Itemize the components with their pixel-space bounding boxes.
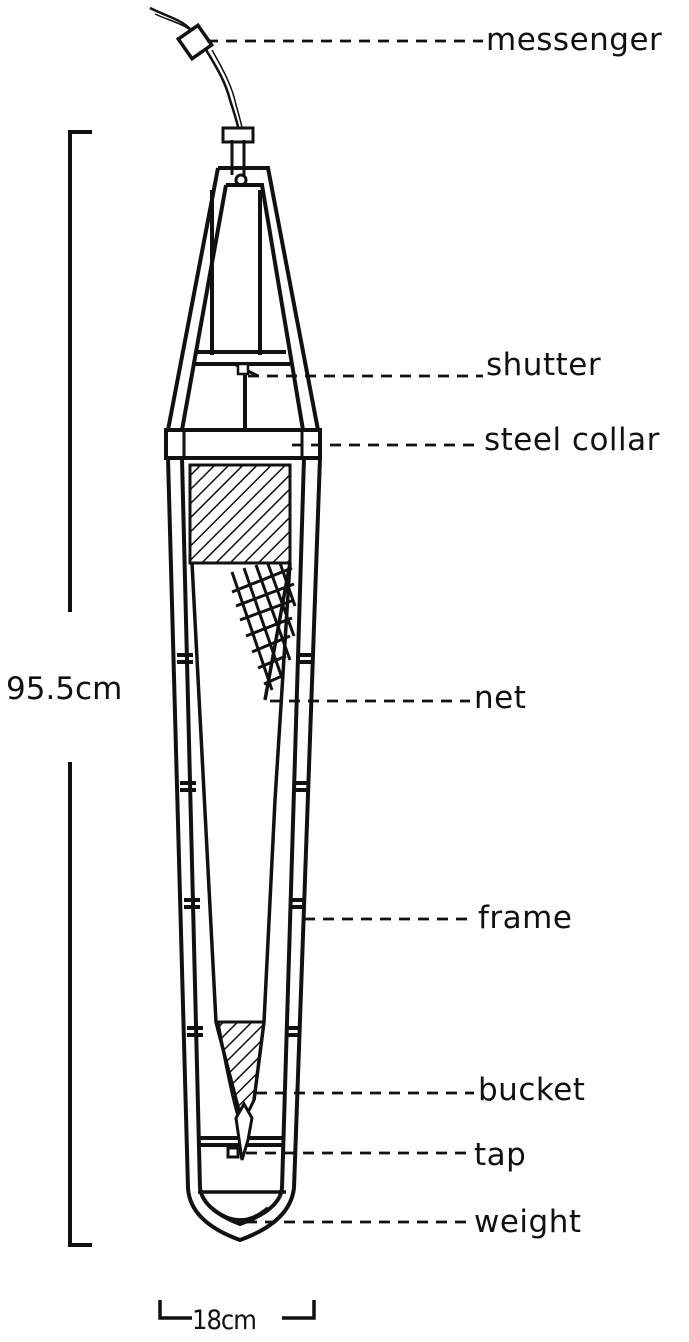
label-weight: weight [474,1204,582,1240]
height-dimension-bracket [68,130,92,1247]
top-hook [221,126,255,187]
label-frame: frame [478,900,573,936]
label-shutter: shutter [486,347,602,383]
net-band [188,463,292,565]
label-bucket: bucket [478,1072,586,1108]
leader-lines [207,39,483,1224]
tap [226,1100,254,1161]
height-dimension-label: 95.5cm [6,671,123,707]
net-mesh [230,562,297,691]
label-messenger: messenger [486,22,663,58]
shutter [235,362,259,378]
upper-bridle [166,166,320,431]
messenger-block [175,22,215,62]
label-steel-collar: steel collar [484,422,660,458]
label-net: net [474,680,527,716]
weight [198,1190,286,1222]
width-dimension-bracket [158,1300,316,1320]
width-dimension-label: 18cm [192,1305,257,1336]
label-tap: tap [474,1137,527,1173]
